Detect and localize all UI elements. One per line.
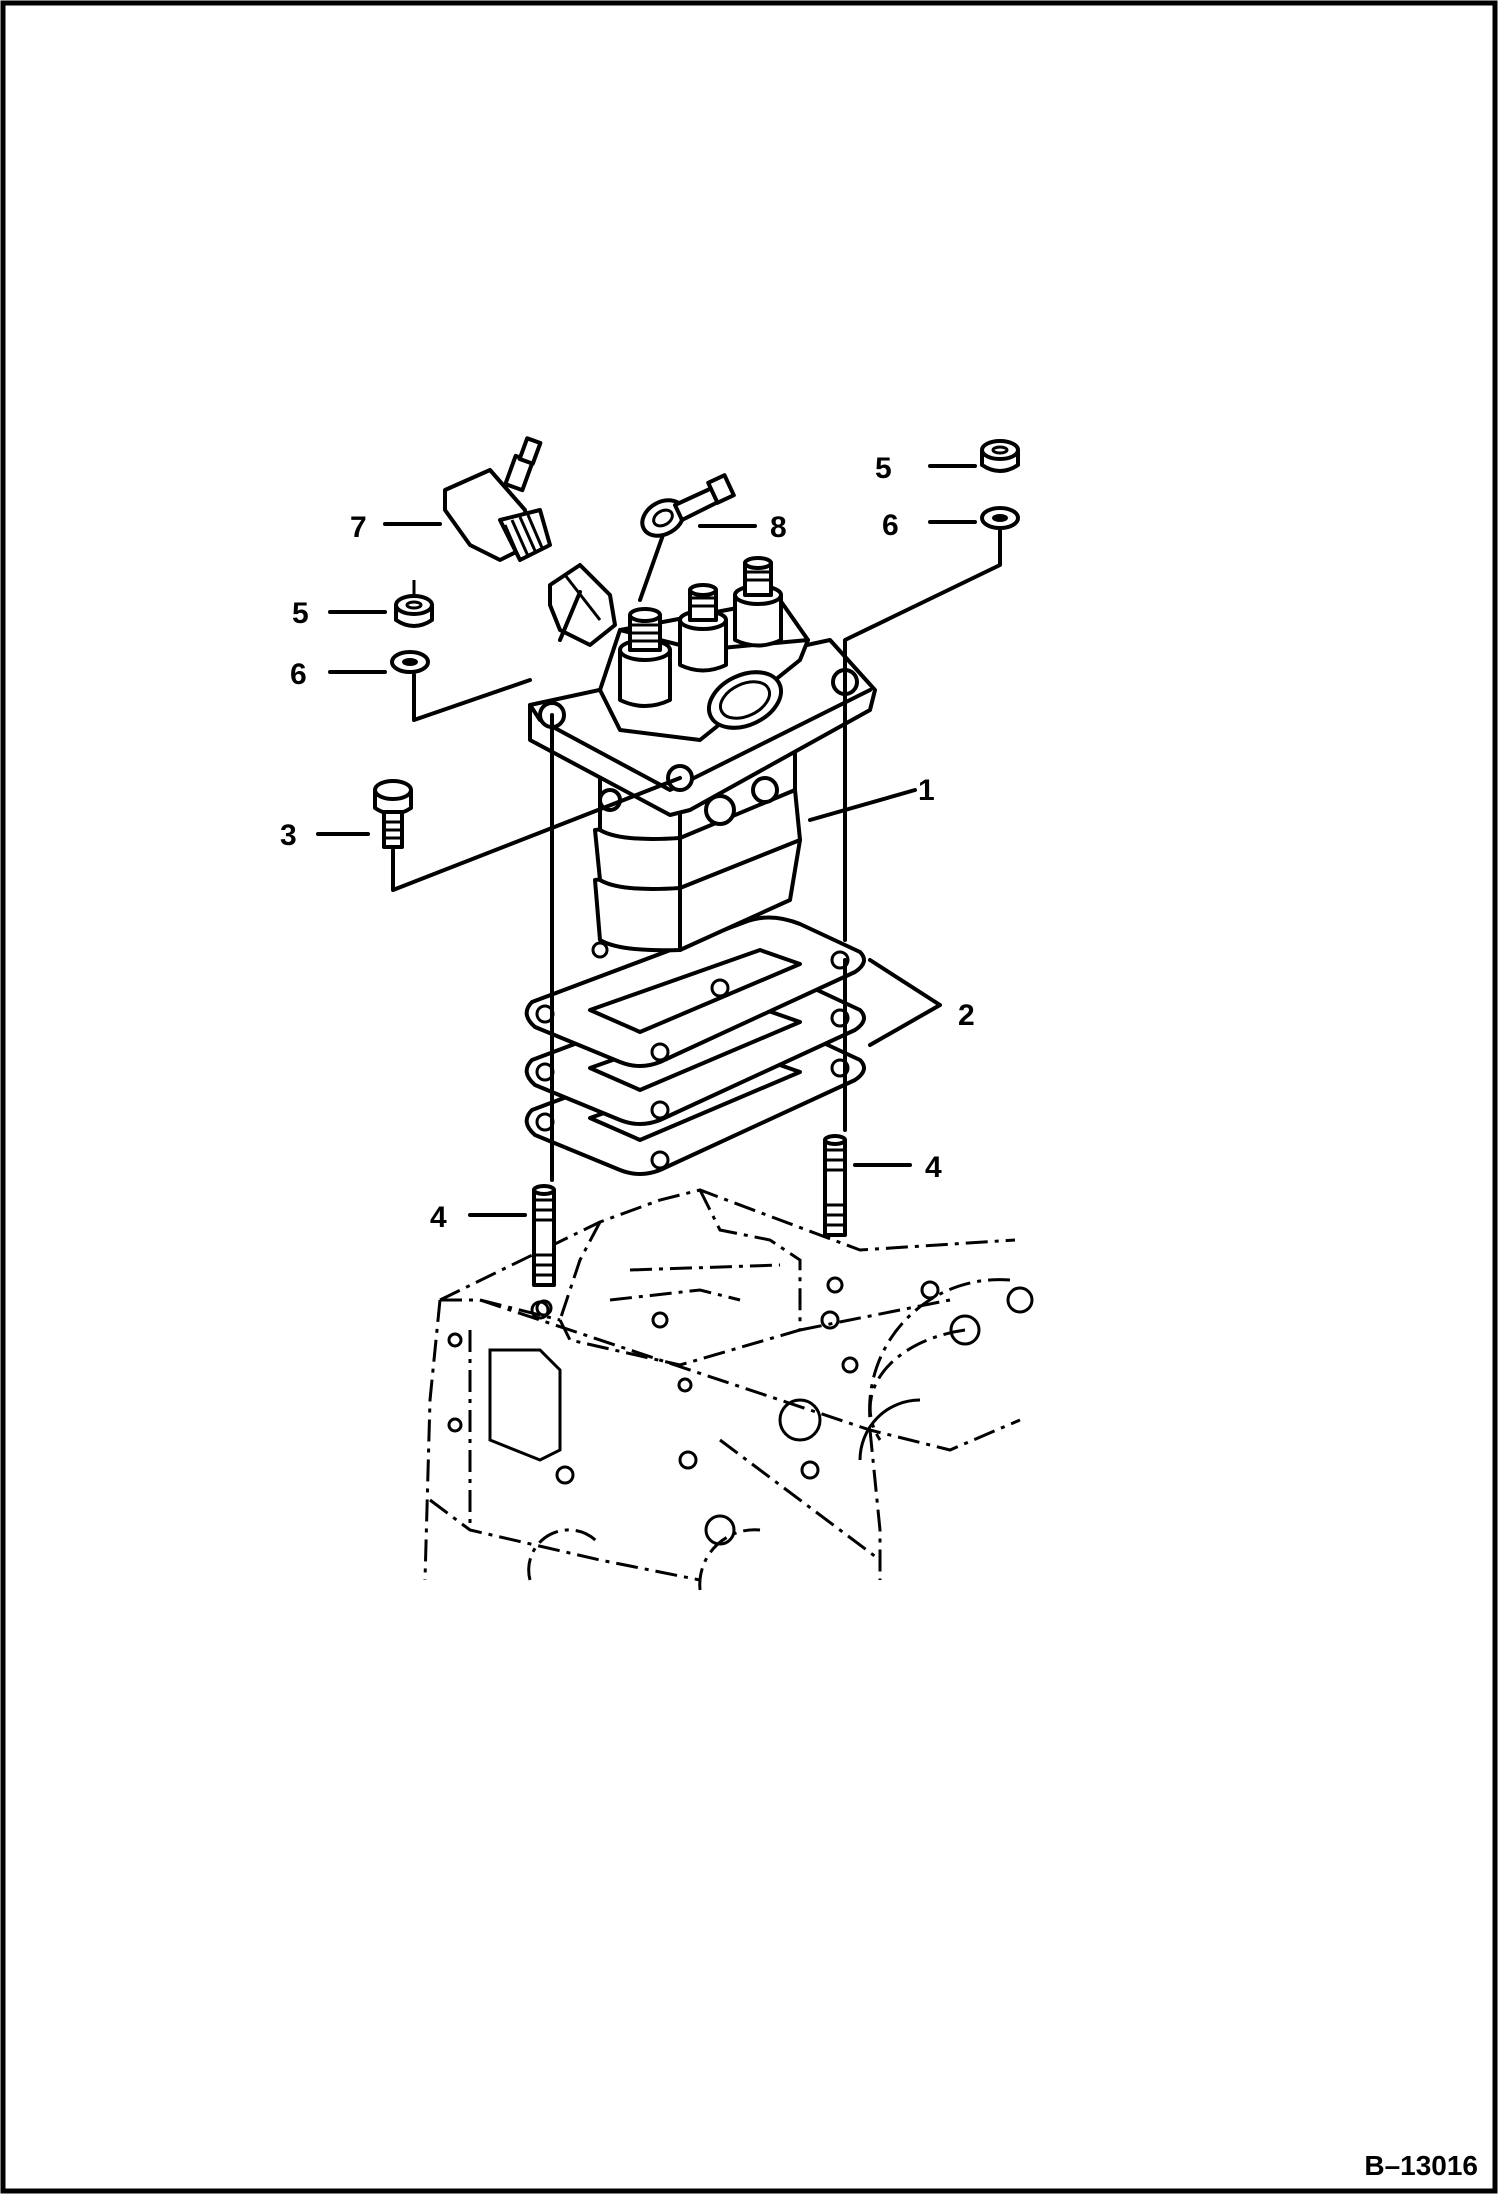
nut-5-upper bbox=[980, 439, 1020, 473]
nut-5-lower bbox=[394, 580, 434, 628]
callout-2: 2 bbox=[958, 999, 975, 1032]
callout-6-lower: 6 bbox=[290, 658, 307, 691]
callout-1: 1 bbox=[918, 774, 935, 807]
callout-8: 8 bbox=[770, 511, 787, 544]
hose-fitting bbox=[443, 436, 617, 647]
callout-6-upper: 6 bbox=[882, 509, 899, 542]
assembly-lines bbox=[391, 526, 1002, 1182]
washer-6-lower bbox=[390, 650, 430, 674]
engine-block bbox=[423, 1188, 1034, 1591]
callout-labels: 1 2 3 4 4 5 5 6 6 7 8 bbox=[280, 452, 975, 1234]
injection-pump bbox=[528, 556, 877, 953]
banjo-connector bbox=[640, 473, 736, 538]
callout-5-lower: 5 bbox=[292, 597, 309, 630]
stud-4-left bbox=[532, 1184, 556, 1287]
washer-6-upper bbox=[980, 506, 1020, 530]
leader-lines bbox=[316, 464, 977, 1217]
callout-3: 3 bbox=[280, 819, 297, 852]
callout-4-right: 4 bbox=[925, 1151, 942, 1184]
figure-reference-number: B–13016 bbox=[1364, 2150, 1478, 2181]
callout-4-left: 4 bbox=[430, 1201, 447, 1234]
callout-5-upper: 5 bbox=[875, 452, 892, 485]
gasket-stack bbox=[524, 915, 866, 1176]
callout-7: 7 bbox=[350, 511, 367, 544]
bolt-3 bbox=[373, 779, 413, 849]
stud-4-right bbox=[823, 1134, 847, 1237]
